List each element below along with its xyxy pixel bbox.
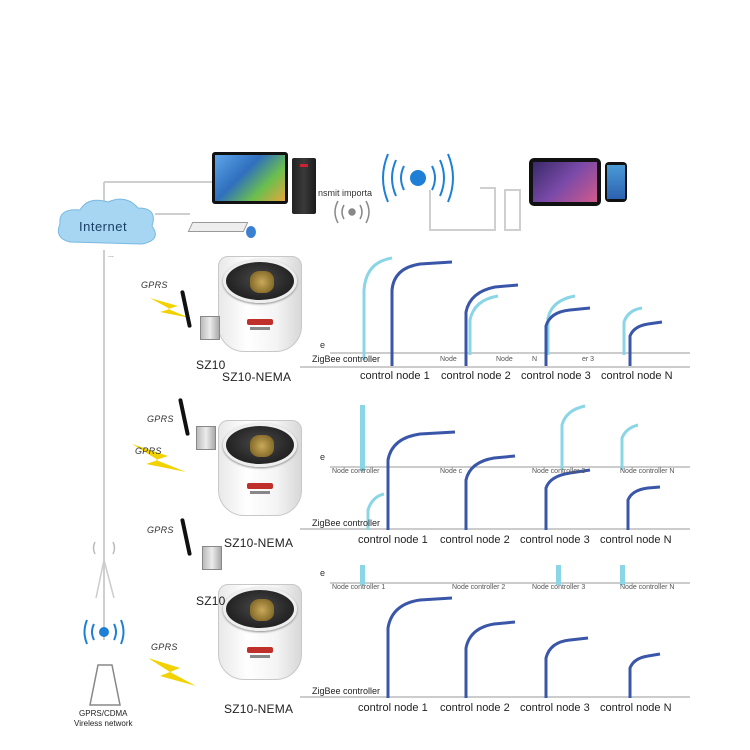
internet-small-text: ...: [108, 252, 114, 259]
gprs-module: [202, 546, 222, 570]
control-node-label: control node 2: [440, 534, 510, 546]
control-node-label: control node 1: [358, 702, 428, 714]
node-controller-label: Node controller 2: [452, 584, 506, 591]
small-wave-icon: [334, 200, 370, 224]
pc-tower: [292, 158, 316, 214]
wireless-signal-icon: [382, 153, 454, 203]
sz10-nema-label: SZ10-NEMA: [222, 370, 292, 384]
node-controller-label: Node controller 1: [332, 584, 386, 591]
nema-controller-3: [218, 584, 302, 680]
node-controller-label: Node: [440, 356, 457, 363]
gprs-label: GPRS: [135, 446, 162, 456]
node-controller-label: Node controller 3: [532, 584, 586, 591]
control-node-label: control node 1: [360, 370, 430, 382]
control-node-label: control node N: [600, 702, 672, 714]
internet-cloud-icon: [57, 198, 156, 245]
nema-controller-1: [218, 256, 302, 352]
transmit-label: nsmit importa: [318, 188, 373, 198]
sz10-label: SZ10: [196, 594, 226, 608]
zigbee-controller-label: ZigBee controller: [312, 518, 381, 528]
sz10-nema-label: SZ10-NEMA: [224, 702, 294, 716]
gprs-label: GPRS: [147, 525, 174, 535]
phone-device: [605, 162, 627, 202]
wireless-network-label: GPRS/CDMA Vireless network: [74, 709, 133, 728]
control-node-label: control node 3: [521, 370, 591, 382]
street-light-poles-group-1: [362, 256, 663, 366]
node-controller-label: er 3: [582, 356, 595, 363]
nema-controller-2: [218, 420, 302, 516]
street-light-poles-group-2: [360, 404, 661, 530]
keyboard: [187, 222, 249, 232]
control-node-label: control node 2: [441, 370, 511, 382]
internet-label: Internet: [79, 219, 128, 234]
node-controller-label: Node controller: [332, 468, 380, 475]
desktop-monitor: [212, 152, 288, 204]
zigbee-controller-label: ZigBee controller: [312, 686, 381, 696]
gprs-label: GPRS: [151, 642, 178, 652]
tablet-device: [529, 158, 601, 206]
node-controller-label: Node controller N: [620, 584, 675, 591]
small-e: e: [320, 568, 326, 578]
small-e: e: [320, 340, 326, 350]
gprs-label: GPRS: [147, 414, 174, 424]
control-node-label: control node 1: [358, 534, 428, 546]
control-node-label: control node 3: [520, 534, 590, 546]
node-controller-label: Node controller N: [620, 468, 675, 475]
node-controller-label: Node controller 3: [532, 468, 586, 475]
tower-icon: [83, 541, 125, 706]
gprs-label: GPRS: [141, 280, 168, 290]
street-light-poles-group-3: [360, 565, 661, 698]
control-node-label: control node 2: [440, 702, 510, 714]
sz10-nema-label: SZ10-NEMA: [224, 536, 294, 550]
mouse-icon: [246, 226, 256, 238]
node-controller-label: N: [532, 356, 538, 363]
gprs-module: [196, 426, 216, 450]
lightning-icons: [132, 298, 196, 686]
gprs-module: [200, 316, 220, 340]
sz10-label: SZ10: [196, 358, 226, 372]
zigbee-controller-label: ZigBee controller: [312, 354, 381, 364]
control-node-label: control node 3: [520, 702, 590, 714]
control-node-label: control node N: [601, 370, 673, 382]
node-controller-label: Node: [496, 356, 513, 363]
small-e: e: [320, 452, 326, 462]
node-controller-label: Node c: [440, 468, 463, 475]
control-node-label: control node N: [600, 534, 672, 546]
